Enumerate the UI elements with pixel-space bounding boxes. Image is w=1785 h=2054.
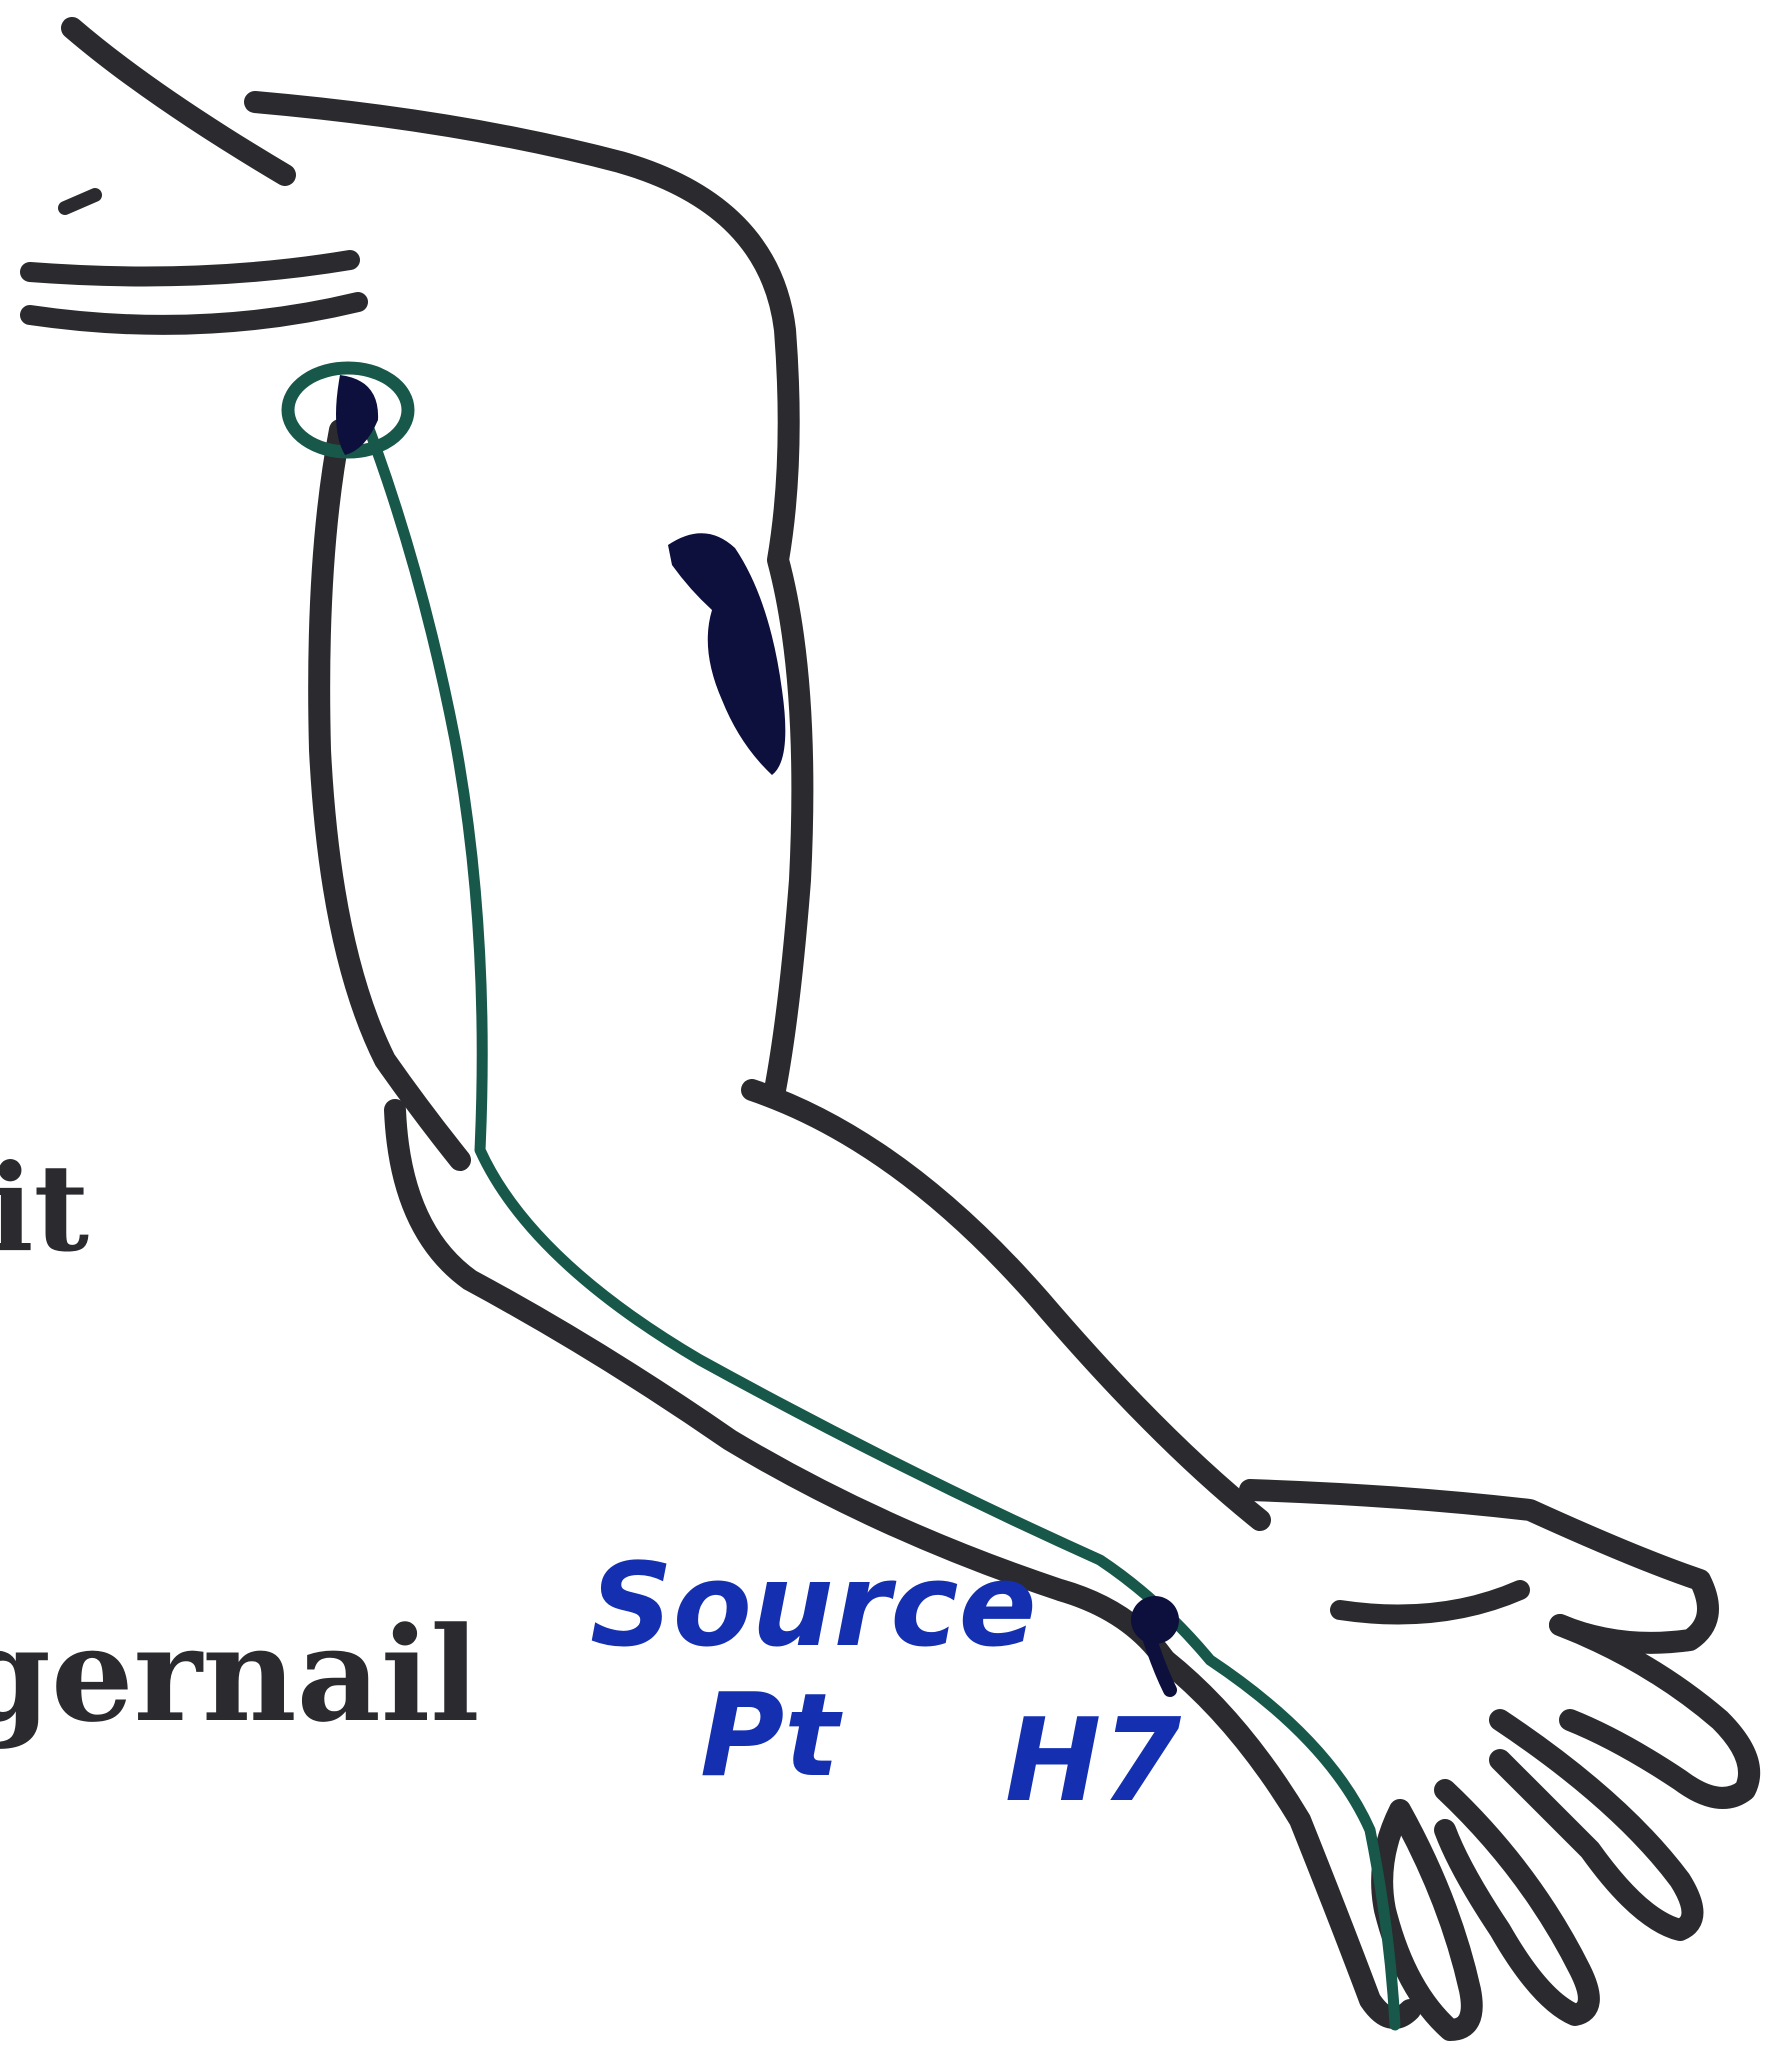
label-left-bottom: gernail [0,1598,480,1751]
shoulder-strokes [30,28,358,325]
hand-back-contour [1250,1490,1708,1643]
label-source: Source [590,1539,1037,1673]
label-point-code: H7 [1005,1694,1181,1828]
label-pt: Pt [700,1669,843,1803]
thumb-contour [1340,1590,1520,1615]
shoulder-stroke-3 [30,302,358,325]
heart-meridian-line [360,405,1395,2025]
label-left-top: it [0,1138,89,1279]
shoulder-stroke-2 [30,260,350,276]
forearm-upper-contour [752,1090,1260,1520]
elbow-marking [668,533,785,775]
inner-arm-contour [319,430,460,1160]
shoulder-stroke-small [65,195,95,208]
